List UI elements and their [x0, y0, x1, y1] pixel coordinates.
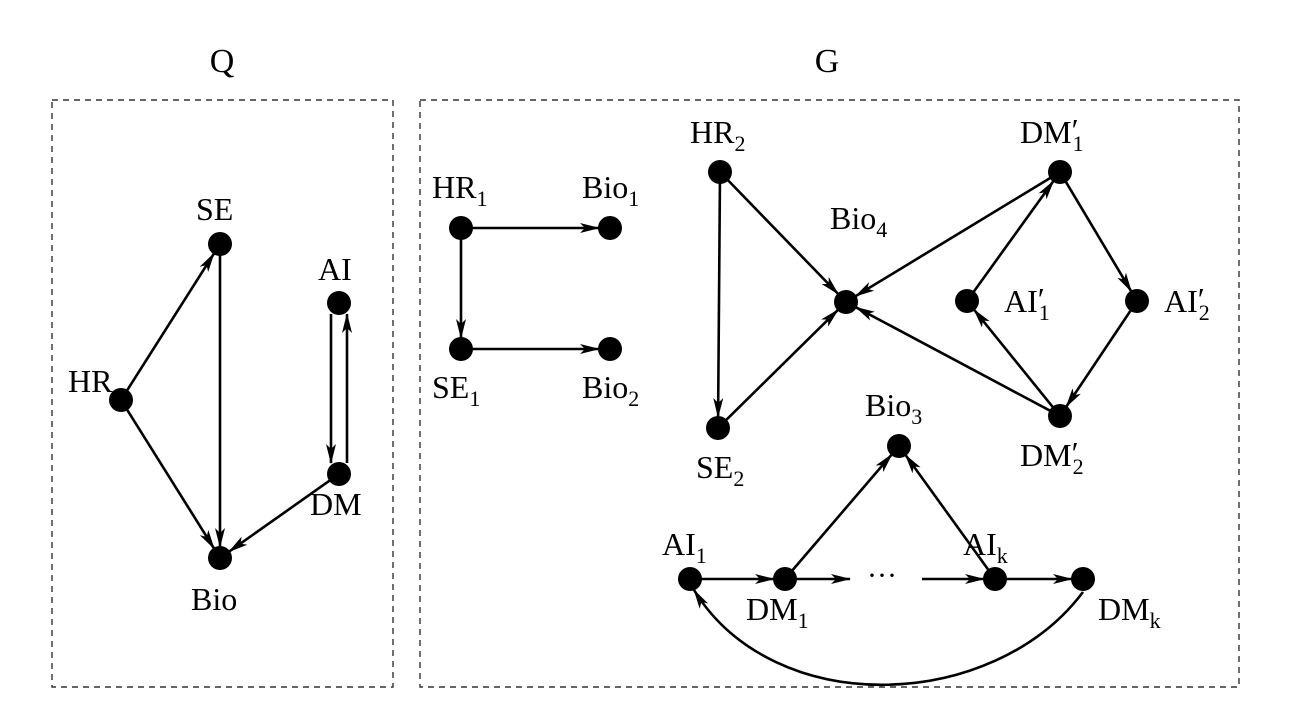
edge-q_dm-to-q_bio — [228, 479, 331, 553]
node-label-bio1: Bio1 — [582, 169, 639, 211]
edge-dmp2-to-aip1 — [972, 308, 1055, 409]
node-label-aip2: AI′2 — [1164, 281, 1210, 325]
node-label-q_ai: AI — [318, 251, 352, 287]
node-label-bio2: Bio2 — [582, 369, 639, 411]
node-label-aik: AIk — [963, 526, 1008, 568]
edge-dmk-to-ai1 — [692, 589, 1085, 686]
node-aik — [983, 567, 1007, 591]
edge-aip1-to-dmp1 — [972, 180, 1055, 293]
edge-se2-to-bio4 — [724, 308, 840, 422]
node-label-aip1: AI′1 — [1004, 281, 1050, 325]
node-label-dmp1: DM′1 — [1020, 112, 1084, 156]
edge-hr2-to-bio4 — [726, 178, 840, 296]
nodes-layer — [109, 160, 1149, 591]
node-label-bio4: Bio4 — [830, 200, 887, 242]
edge-aip2-to-dmp2 — [1065, 309, 1132, 408]
node-label-q_dm: DM — [310, 486, 362, 522]
node-label-hr1: HR1 — [432, 169, 487, 211]
panel-g-box — [419, 99, 1240, 688]
node-se2 — [706, 416, 730, 440]
node-q_se — [208, 232, 232, 256]
node-label-se2: SE2 — [696, 449, 744, 491]
node-hr2 — [708, 160, 732, 184]
node-label-bio3: Bio3 — [865, 387, 922, 429]
node-q_ai — [327, 291, 351, 315]
node-dmp1 — [1048, 160, 1072, 184]
node-label-dmp2: DM′2 — [1020, 435, 1084, 479]
node-q_bio — [208, 546, 232, 570]
node-hr1 — [449, 216, 473, 240]
edge-q_hr-to-q_se — [125, 252, 216, 392]
edge-q_hr-to-q_bio — [125, 408, 216, 550]
node-label-dmk: DMk — [1098, 591, 1161, 633]
node-label-dm1: DM1 — [746, 591, 809, 633]
node-dm1 — [773, 567, 797, 591]
node-q_dm — [327, 462, 351, 486]
node-aip2 — [1125, 289, 1149, 313]
ellipsis-mark: ··· — [867, 559, 897, 592]
node-se1 — [449, 337, 473, 361]
edge-hr2-to-se2 — [713, 182, 724, 419]
node-label-q_se: SE — [196, 191, 233, 227]
node-label-ai1: AI1 — [662, 526, 707, 568]
edge-dm1-to-bio3 — [791, 453, 893, 572]
panel-title-q: Q — [210, 43, 235, 80]
edge-aik-to-bio3 — [904, 454, 990, 571]
edge-dmp2-to-bio4 — [854, 306, 1051, 412]
node-label-q_hr: HR — [68, 363, 113, 399]
edges-layer — [125, 176, 1133, 686]
node-aip1 — [955, 289, 979, 313]
edge-dmp1-to-aip2 — [1064, 180, 1133, 293]
node-bio2 — [598, 337, 622, 361]
node-bio1 — [598, 216, 622, 240]
node-dmk — [1071, 567, 1095, 591]
node-label-se1: SE1 — [432, 369, 480, 411]
node-bio3 — [887, 434, 911, 458]
node-ai1 — [678, 567, 702, 591]
edge-dmp1-to-bio4 — [854, 176, 1052, 298]
panel-q-box — [51, 99, 394, 688]
node-q_hr — [109, 388, 133, 412]
node-label-q_bio: Bio — [191, 581, 237, 617]
panel-title-g: G — [815, 43, 840, 80]
node-bio4 — [834, 290, 858, 314]
node-label-hr2: HR2 — [690, 114, 745, 156]
node-dmp2 — [1048, 404, 1072, 428]
